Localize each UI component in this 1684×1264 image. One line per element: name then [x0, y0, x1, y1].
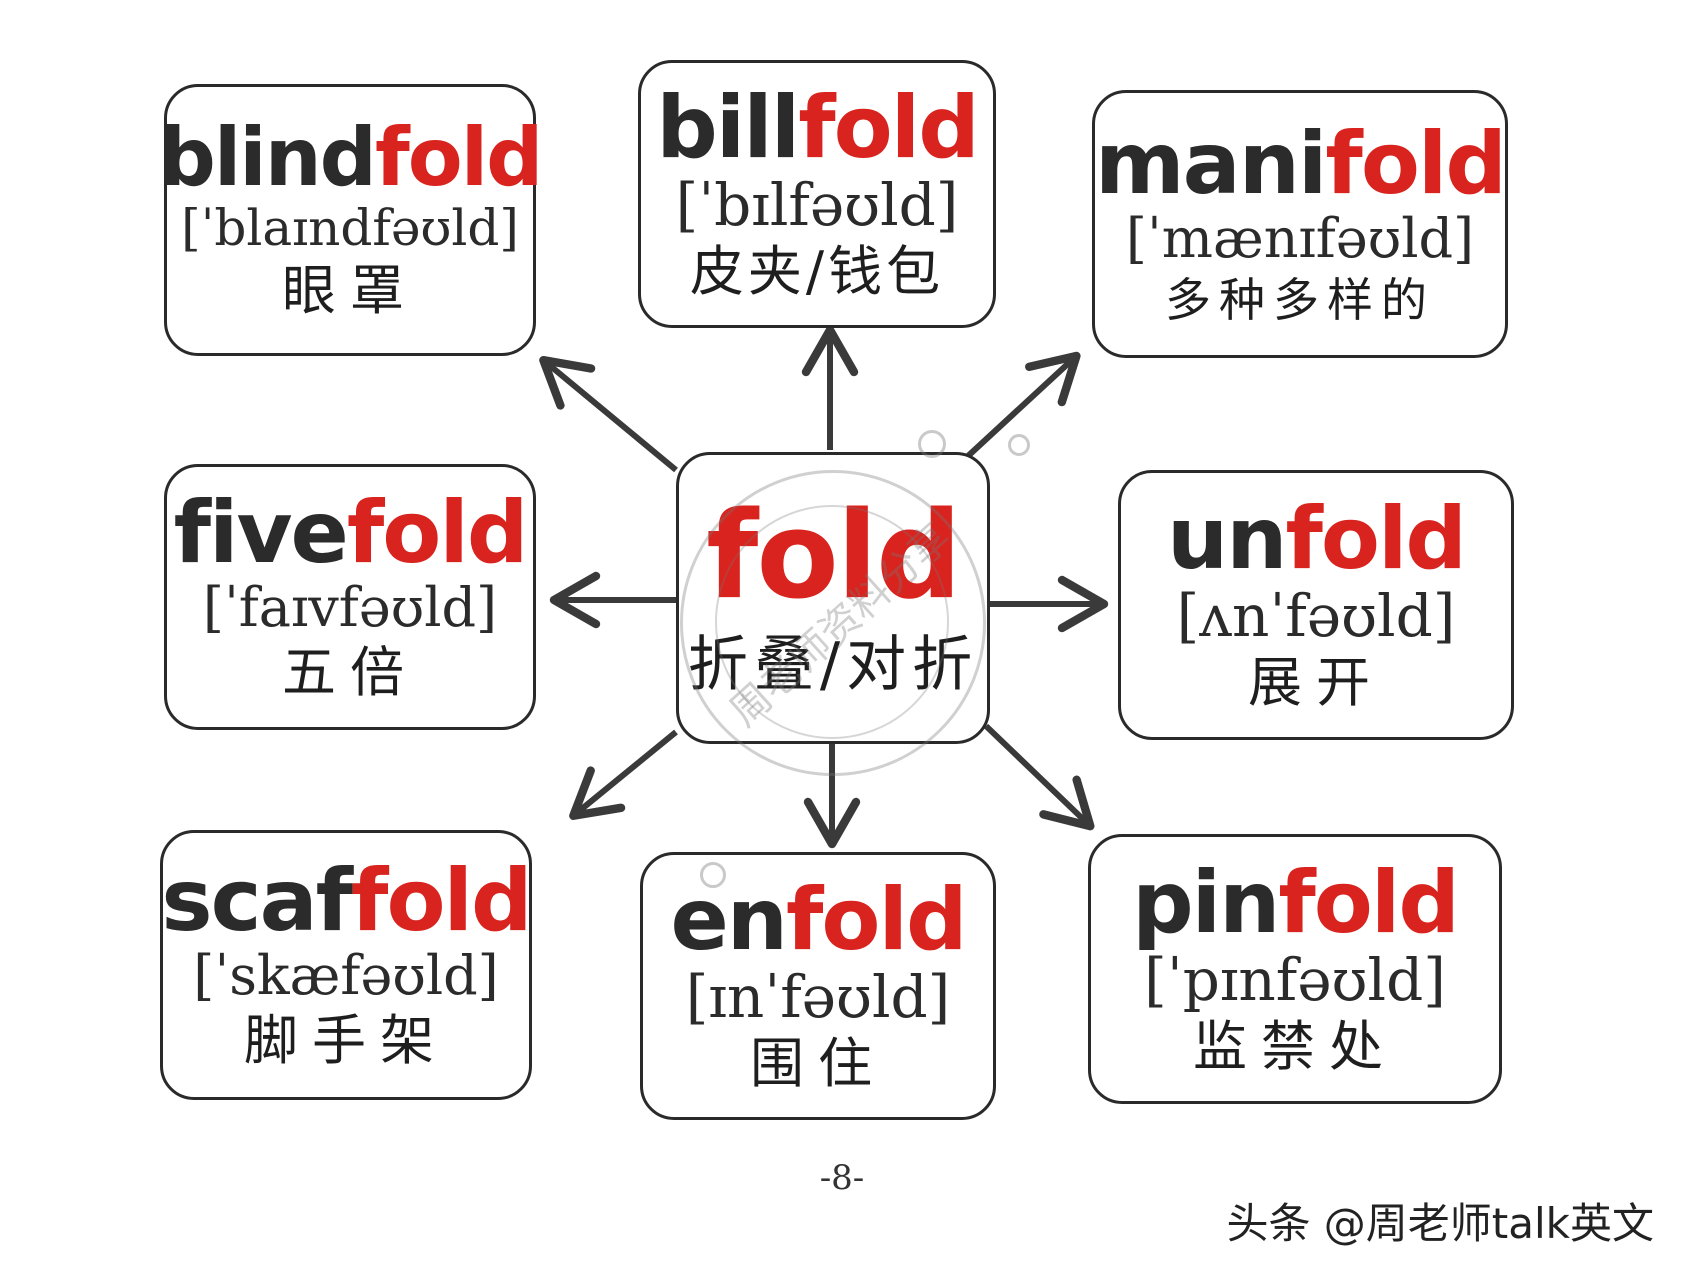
root: fold [1325, 114, 1507, 215]
card-blindfold: blindfold [ˈblaɪndfəʊld] 眼罩 [159, 84, 543, 356]
card-enfold: enfold [ɪnˈfəʊld] 围住 [640, 852, 996, 1120]
meaning-manifold: 多种多样的 [1165, 272, 1435, 327]
word-pinfold: pinfold [1132, 860, 1460, 946]
card-manifold: manifold [ˈmænɪfəʊld] 多种多样的 [1092, 90, 1508, 358]
root: fold [786, 869, 968, 970]
meaning-blindfold: 眼罩 [282, 259, 418, 323]
source-credit: 头条 @周老师talk英文 [1226, 1199, 1654, 1248]
root: fold [374, 110, 543, 204]
ipa-scaffold: [ˈskæfəʊld] [193, 943, 499, 1007]
ipa-billfold: [ˈbɪlfəʊld] [675, 170, 959, 239]
meaning-enfold: 围住 [750, 1032, 886, 1096]
word-scaffold: scaffold [161, 858, 532, 944]
center-root-card: fold 折叠/对折 [676, 452, 990, 744]
meaning-scaffold: 脚手架 [244, 1009, 448, 1073]
word-blindfold: blindfold [159, 117, 544, 198]
word-fivefold: fivefold [174, 490, 529, 576]
meaning-pinfold: 监禁处 [1193, 1015, 1397, 1079]
center-word: fold [706, 496, 962, 617]
prefix: en [670, 869, 788, 970]
word-enfold: enfold [670, 877, 967, 963]
ipa-enfold: [ɪnˈfəʊld] [685, 962, 951, 1031]
prefix: pin [1132, 852, 1280, 953]
word-unfold: unfold [1167, 496, 1467, 582]
arrow-to-scaffold [569, 729, 678, 820]
arrow-to-blindfold [539, 355, 678, 473]
page-number: -8- [819, 1158, 865, 1198]
card-billfold: billfold [ˈbɪlfəʊld] 皮夹/钱包 [638, 60, 996, 328]
card-scaffold: scaffold [ˈskæfəʊld] 脚手架 [160, 830, 533, 1100]
prefix: five [173, 482, 349, 583]
card-fivefold: fivefold [ˈfaɪvfəʊld] 五倍 [164, 464, 536, 730]
center-root: fold [706, 486, 962, 626]
watermark-dot [1008, 434, 1030, 456]
card-unfold: unfold [ʌnˈfəʊld] 展开 [1118, 470, 1514, 740]
arrow-to-manifold [965, 351, 1081, 459]
meaning-billfold: 皮夹/钱包 [689, 240, 945, 304]
center-meaning: 折叠/对折 [687, 629, 979, 700]
watermark-dot [918, 430, 946, 458]
card-pinfold: pinfold [ˈpɪnfəʊld] 监禁处 [1088, 834, 1502, 1104]
prefix: scaf [161, 850, 353, 951]
ipa-pinfold: [ˈpɪnfəʊld] [1144, 945, 1446, 1014]
root: fold [1285, 488, 1467, 589]
prefix: mani [1095, 114, 1327, 215]
word-billfold: billfold [656, 85, 980, 171]
word-manifold: manifold [1095, 121, 1507, 207]
root: fold [346, 482, 529, 583]
prefix: un [1167, 488, 1287, 589]
root: fold [798, 77, 980, 178]
ipa-fivefold: [ˈfaɪvfəʊld] [202, 575, 498, 639]
meaning-unfold: 展开 [1248, 651, 1384, 715]
arrow-to-pinfold [983, 723, 1095, 831]
ipa-manifold: [ˈmænɪfəʊld] [1125, 207, 1475, 271]
ipa-blindfold: [ˈblaɪndfəʊld] [181, 198, 519, 257]
root: fold [1278, 852, 1460, 953]
prefix: blind [158, 110, 377, 204]
root: fold [351, 850, 533, 951]
ipa-unfold: [ʌnˈfəʊld] [1176, 581, 1456, 650]
prefix: bill [656, 77, 800, 178]
meaning-fivefold: 五倍 [282, 641, 418, 705]
watermark-dot [700, 862, 726, 888]
